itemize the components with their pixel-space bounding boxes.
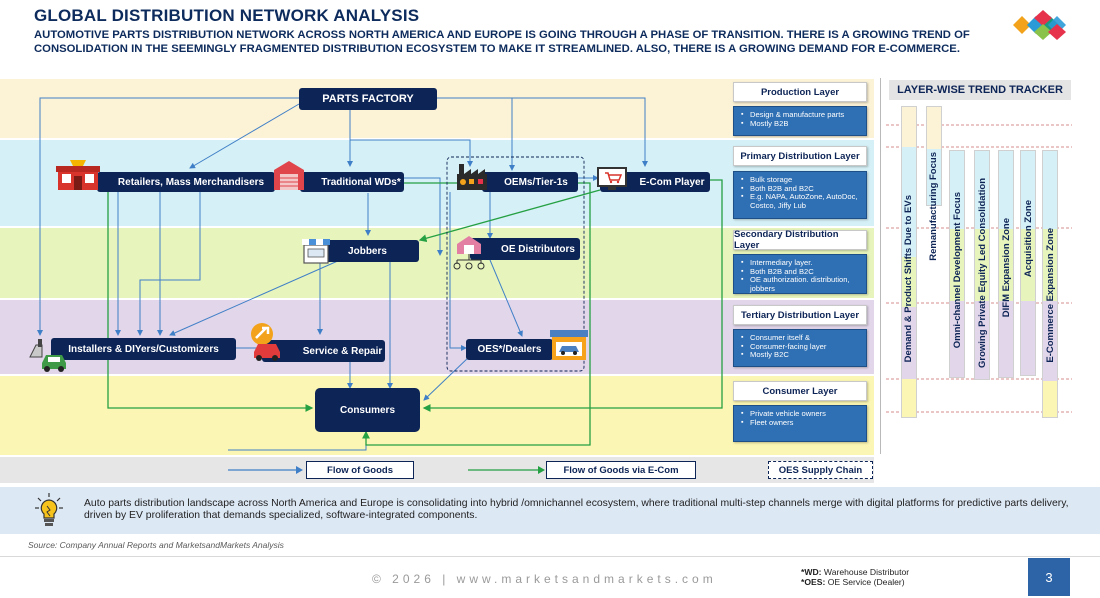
trend-bar-pe — [974, 150, 990, 380]
goods-flow-lines — [37, 97, 648, 451]
insight-text: Auto parts distribution landscape across… — [84, 498, 1069, 521]
footer-divider — [0, 556, 1100, 557]
oe-distributors-node: OE Distributors — [470, 238, 580, 260]
legend-flow-goods: Flow of Goods — [306, 461, 414, 479]
tertiary-layer-box: Consumer itself &Consumer-facing layerMo… — [733, 329, 867, 367]
ecommerce-icon — [597, 167, 627, 190]
secondary-layer-box: Intermediary layer.Both B2B and B2COE au… — [733, 254, 867, 294]
layer-bullet: Fleet owners — [740, 418, 862, 428]
parts-factory-node: PARTS FACTORY — [299, 88, 437, 110]
primary-layer-title: Primary Distribution Layer — [733, 146, 867, 166]
trend-label-ecom: E-Commerce Expansion Zone — [1045, 228, 1056, 363]
legend-goods-arrow — [228, 466, 303, 474]
trend-bar-ev — [901, 106, 917, 418]
layer-bullet: Design & manufacture parts — [740, 110, 862, 120]
footer-copyright: © 2026 | www.marketsandmarkets.com — [372, 572, 717, 586]
layer-bullet: Private vehicle owners — [740, 409, 862, 419]
trend-bar-reman — [926, 106, 942, 206]
service-repair-node: Service & Repair — [262, 340, 385, 362]
note-oes-value: OE Service (Dealer) — [825, 577, 905, 587]
traditional-wds-node: Traditional WDs* — [300, 172, 404, 192]
source-note: Source: Company Annual Reports and Marke… — [28, 540, 284, 550]
footer-notes: *WD: Warehouse Distributor *OES: OE Serv… — [801, 567, 909, 587]
note-oes-key: *OES: — [801, 577, 826, 587]
layer-bullet: Consumer itself & — [740, 333, 862, 343]
trend-label-reman: Remanufacturing Focus — [928, 152, 939, 261]
distributor-icon — [453, 236, 485, 270]
consumer-layer-title: Consumer Layer — [733, 381, 867, 401]
legend-ecom-arrow — [468, 466, 545, 474]
page-subtitle: AUTOMOTIVE PARTS DISTRIBUTION NETWORK AC… — [34, 29, 970, 55]
bulb-icon — [35, 493, 63, 526]
tracker-divider — [880, 78, 881, 454]
tracker-guides — [886, 124, 1072, 413]
layer-bullet: Intermediary layer. — [740, 258, 862, 268]
trend-label-pe: Growing Private Equity Led Consolidation — [977, 178, 988, 369]
layer-bullet: Mostly B2B — [740, 119, 862, 129]
tertiary-layer-title: Tertiary Distribution Layer — [733, 305, 867, 325]
trend-label-acq: Acquisition Zone — [1023, 200, 1034, 278]
trend-bar-difm — [998, 150, 1014, 378]
trend-bar-omni — [949, 150, 965, 378]
store-icon — [56, 160, 100, 190]
legend-bar — [0, 457, 874, 483]
production-layer-box: Design & manufacture partsMostly B2B — [733, 106, 867, 136]
trend-label-ev: Demand & Product Shifts Due to EVs — [903, 195, 914, 363]
shop-icon — [302, 239, 330, 264]
tracker-title: LAYER-WISE TREND TRACKER — [889, 80, 1071, 100]
primary-layer-box: Bulk storageBoth B2B and B2CE.g. NAPA, A… — [733, 171, 867, 219]
oes-dealers-node: OES*/Dealers — [466, 339, 553, 360]
trend-label-omni: Omni-channel Development Focus — [952, 192, 963, 349]
page-title: GLOBAL DISTRIBUTION NETWORK ANALYSIS — [34, 6, 420, 25]
note-wd-key: *WD: — [801, 567, 822, 577]
layer-bullet: Mostly B2C — [740, 351, 862, 360]
logo-icon — [1013, 10, 1066, 40]
ecom-player-node: E-Com Player — [600, 172, 710, 192]
installers-node: Installers & DIYers/Customizers — [51, 338, 236, 360]
legend-flow-ecom: Flow of Goods via E-Com — [546, 461, 696, 479]
layer-bullet: Consumer-facing layer — [740, 342, 862, 352]
trend-bar-ecom — [1042, 150, 1058, 418]
insight-panel — [0, 487, 1100, 534]
dealer-icon — [550, 330, 588, 360]
layer-bullet: Both B2B and B2C — [740, 267, 862, 277]
factory-icon — [457, 164, 487, 190]
secondary-layer-title: Secondary Distribution Layer — [733, 229, 867, 251]
secondary-band — [0, 228, 874, 298]
layer-bullet: OE authorization. distribution, jobbers — [740, 275, 862, 293]
production-layer-title: Production Layer — [733, 82, 867, 102]
legend-oes-chain: OES Supply Chain — [768, 461, 873, 479]
installer-icon — [29, 339, 66, 372]
flow-diagram — [37, 97, 723, 451]
consumers-node: Consumers — [315, 388, 420, 432]
oems-node: OEMs/Tier-1s — [482, 172, 578, 192]
production-band — [0, 79, 874, 138]
warehouse-icon — [274, 161, 304, 190]
tertiary-band — [0, 300, 874, 374]
retailers-node: Retailers, Mass Merchandisers — [97, 172, 275, 192]
layer-bullet: Both B2B and B2C — [740, 184, 862, 194]
layer-bullet: E.g. NAPA, AutoZone, AutoDoc, Costco, Ji… — [740, 192, 862, 210]
layer-bullet: Bulk storage — [740, 175, 862, 185]
jobbers-node: Jobbers — [316, 240, 419, 262]
repair-icon — [251, 323, 280, 361]
oes-supply-chain-box — [446, 156, 585, 372]
page-number: 3 — [1028, 558, 1070, 596]
consumer-layer-box: Private vehicle ownersFleet owners — [733, 405, 867, 442]
trend-bar-acq — [1020, 150, 1036, 376]
note-wd-value: Warehouse Distributor — [821, 567, 910, 577]
consumer-band — [0, 376, 874, 455]
trend-label-difm: DIFM Expansion Zone — [1001, 218, 1012, 318]
